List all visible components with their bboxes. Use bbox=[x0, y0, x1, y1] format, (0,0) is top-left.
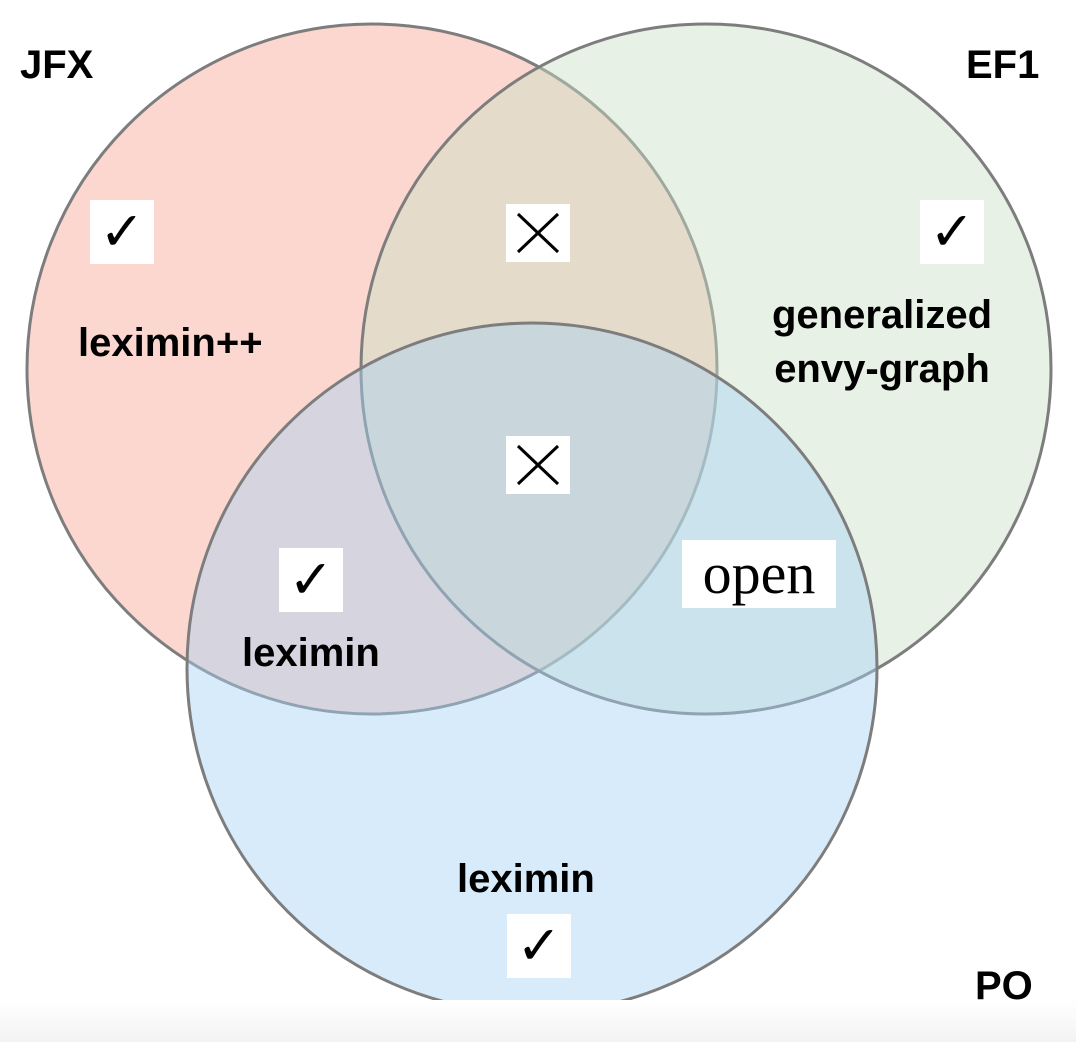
set-label-ef1: EF1 bbox=[966, 43, 1040, 87]
region-label-ef1-only: generalized envy-graph bbox=[748, 288, 1016, 396]
region-label-ef1-line1: generalized bbox=[771, 293, 993, 337]
set-label-jfx: JFX bbox=[20, 43, 94, 87]
region-label-ef1-line2: envy-graph bbox=[774, 347, 990, 391]
region-label-po-only: leximin bbox=[457, 857, 595, 901]
region-label-ef1-po: open bbox=[682, 540, 836, 608]
check-icon: ✓ bbox=[507, 914, 571, 978]
region-label-jfx-po: leximin bbox=[242, 631, 380, 675]
cross-icon bbox=[506, 436, 570, 494]
check-icon: ✓ bbox=[90, 200, 154, 264]
bottom-fade bbox=[0, 1000, 1076, 1042]
cross-icon bbox=[506, 204, 570, 262]
set-label-po: PO bbox=[975, 964, 1033, 1008]
check-icon: ✓ bbox=[920, 200, 984, 264]
region-label-jfx-only: leximin++ bbox=[78, 321, 263, 365]
check-icon: ✓ bbox=[279, 548, 343, 612]
